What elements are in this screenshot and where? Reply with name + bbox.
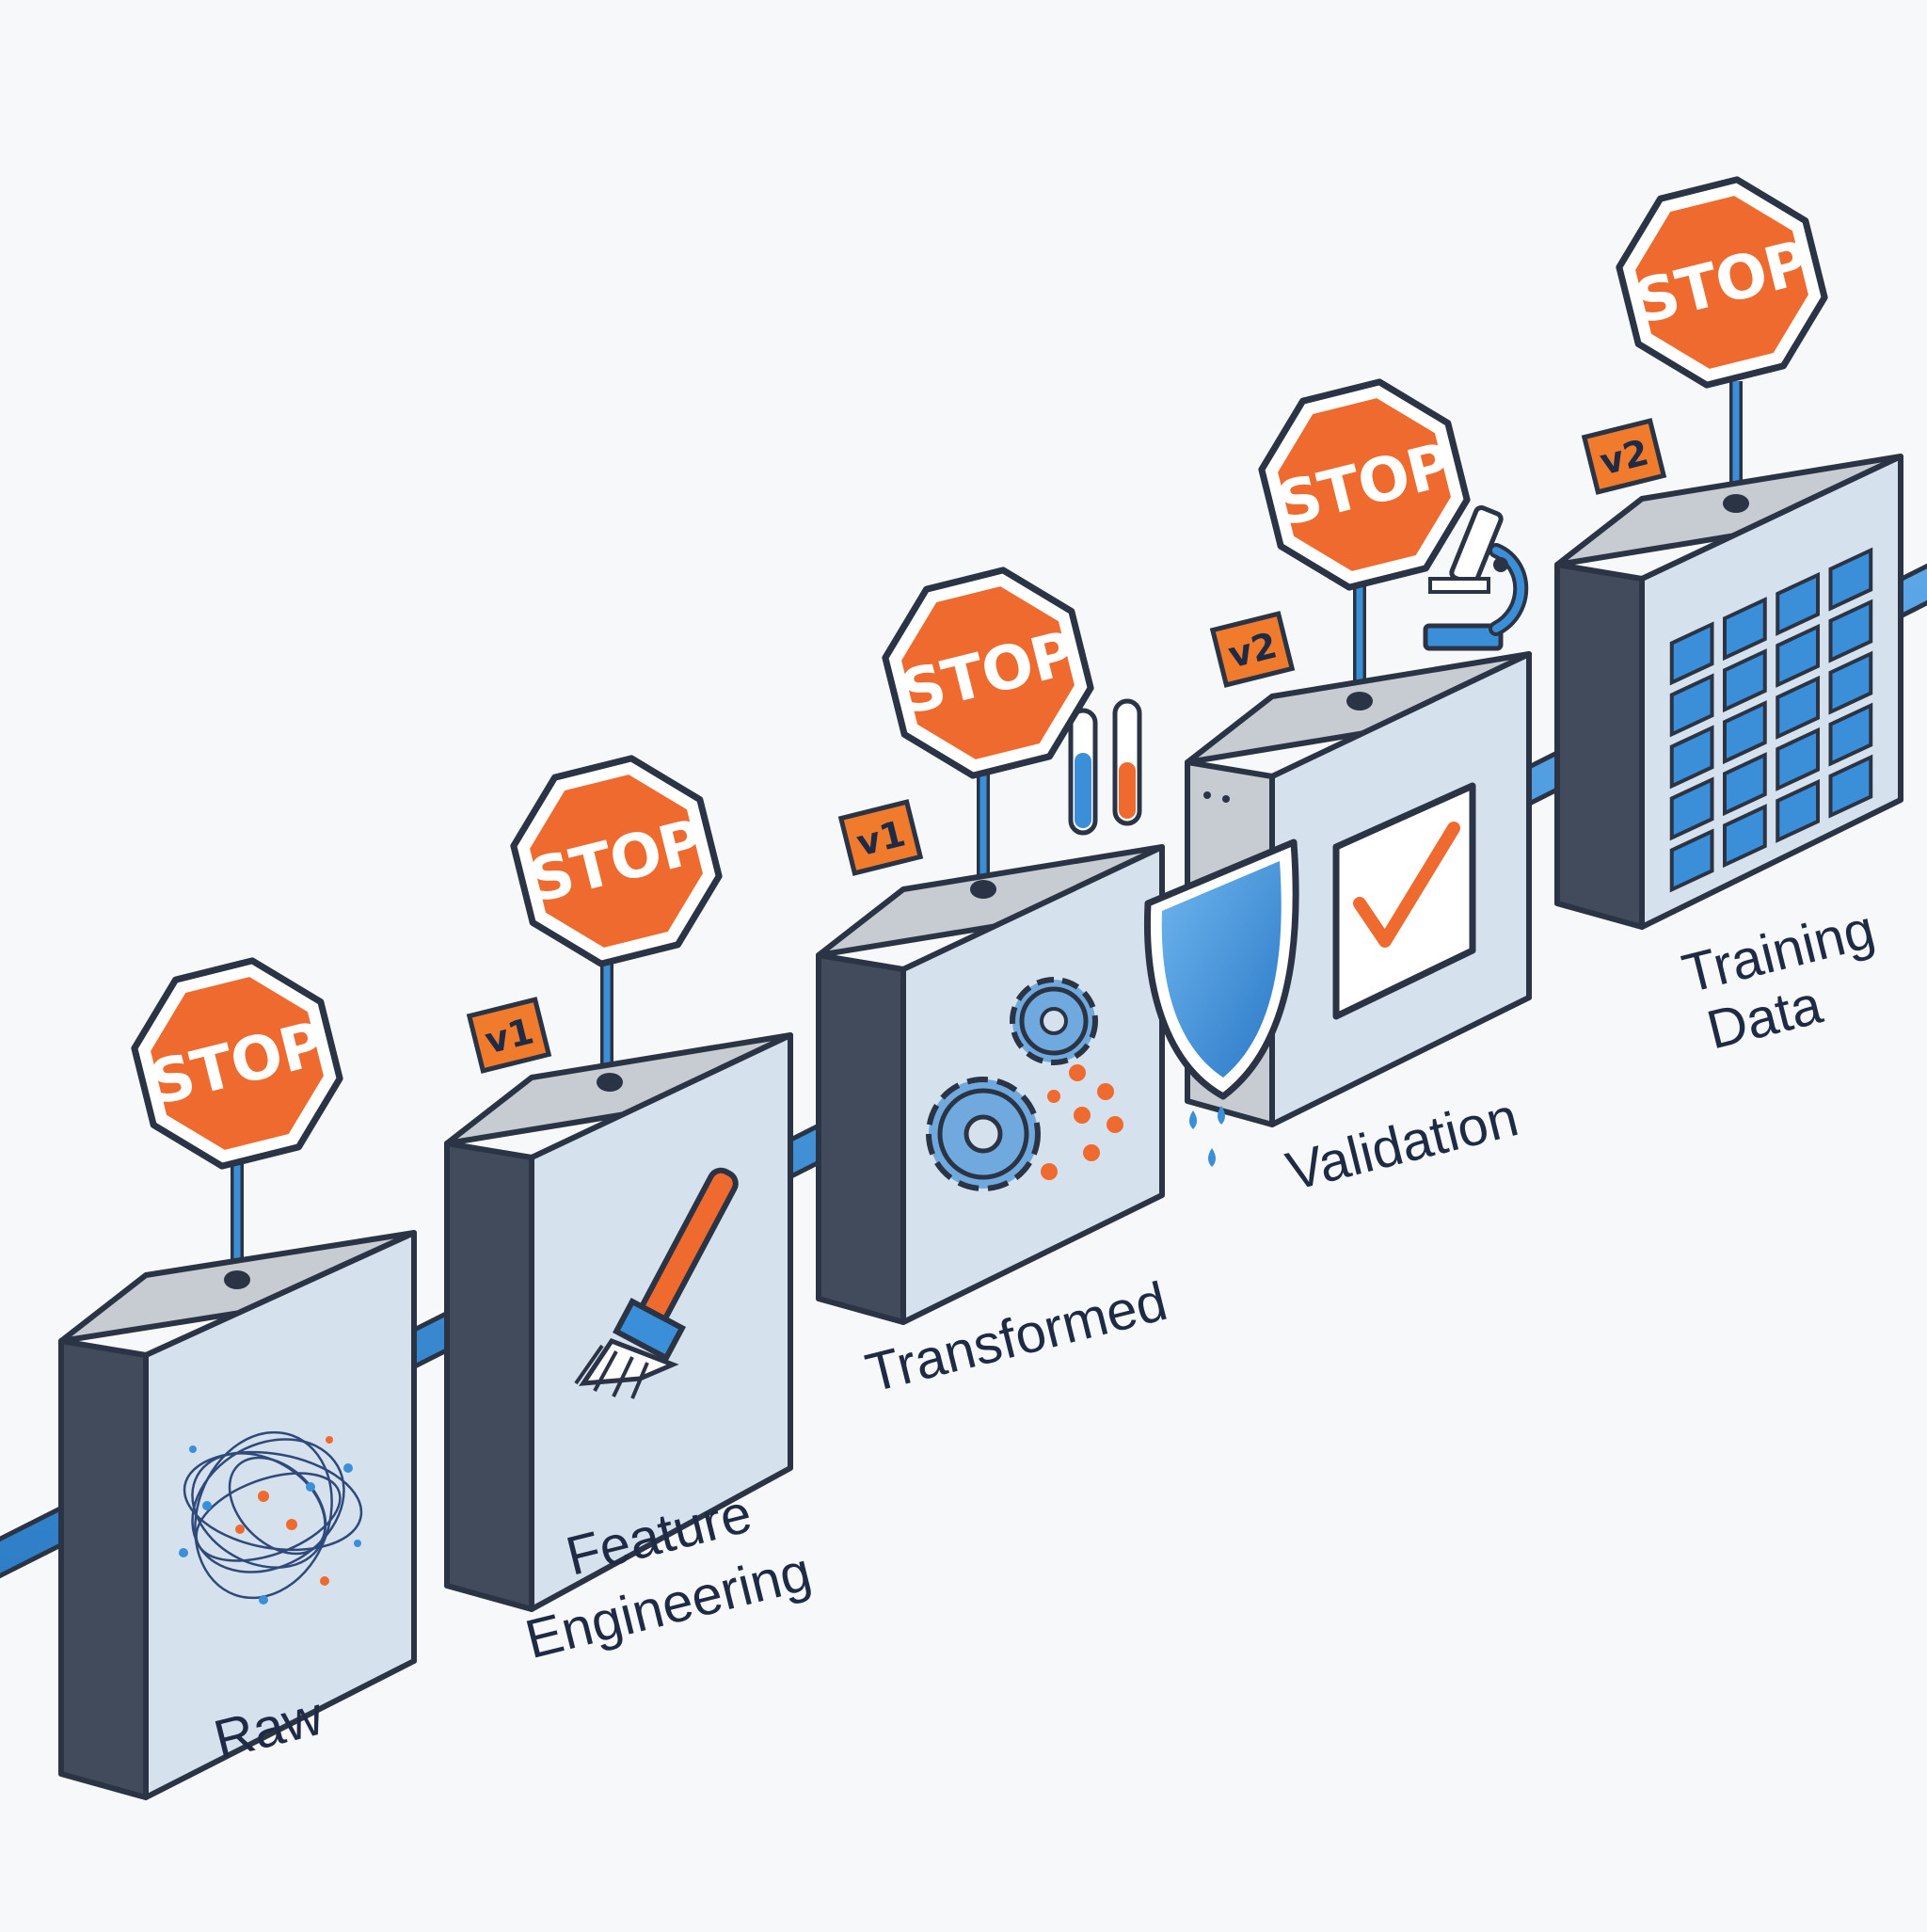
grid-cell [1669,776,1714,841]
stage-feature-engineering: v1 STOP Feature Engineering [444,755,817,1670]
grid-cell [1776,571,1820,636]
stage-raw: STOP Raw [58,957,417,1800]
grid-cell [1723,597,1767,662]
grid-cell [1723,804,1767,869]
grid-cell [1669,828,1714,893]
gears-icon [926,977,1123,1191]
stage-validation: v2 STOP Validation [1143,378,1532,1203]
test-tubes-icon [1068,698,1142,836]
grid-cell [1828,754,1873,819]
data-tangle-icon [179,1430,363,1605]
grid-cell [1776,778,1820,843]
grid-cell [1828,650,1873,715]
version-badge [466,997,552,1074]
stop-sign: STOP [882,567,1094,779]
grid-cell [1669,673,1714,738]
stop-sign: STOP [131,957,343,1170]
version-badge [1209,611,1296,688]
stage-training-data: v2 STOP Training Data [1554,176,1903,1061]
grid-cell [1723,648,1767,713]
grid-cell [1669,725,1714,790]
grid-cell [1723,752,1767,817]
grid-cell [1669,621,1714,686]
grid-cell [1776,726,1820,791]
grid-icon [1669,547,1873,893]
stage-transformed: v1 STOP Transformed [816,567,1173,1404]
stop-sign: STOP [510,755,723,967]
shield-icon [1143,838,1299,1100]
grid-cell [1828,599,1873,663]
grid-cell [1776,623,1820,688]
checkbox-icon [1332,782,1476,1020]
grid-cell [1776,675,1820,740]
microscope-icon [1423,504,1529,651]
stop-sign: STOP [1616,176,1828,389]
version-badge [837,799,924,876]
grid-cell [1723,700,1767,765]
grid-cell [1828,702,1873,767]
brush-icon [574,1167,739,1399]
droplets-icon [1189,1106,1225,1167]
version-badge [1581,418,1667,495]
grid-cell [1828,547,1873,612]
stop-sign: STOP [1258,378,1471,591]
